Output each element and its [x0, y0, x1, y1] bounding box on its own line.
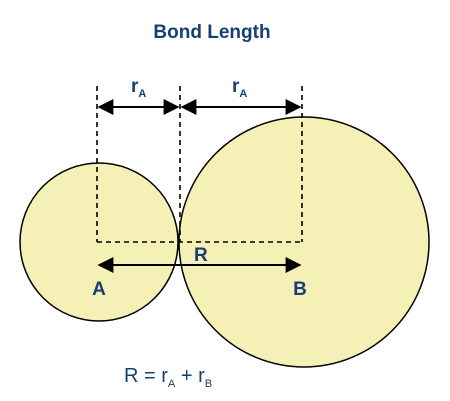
radius-b-label: rA	[232, 76, 247, 100]
bond-length-formula: R = rA + rB	[124, 365, 212, 390]
atom-a-label: A	[92, 279, 106, 300]
bond-distance-label: R	[194, 245, 208, 266]
dashed-guides	[96, 86, 303, 243]
atom-b-label: B	[293, 279, 307, 300]
radius-a-label: rA	[131, 76, 146, 100]
diagram-title: Bond Length	[153, 22, 270, 43]
